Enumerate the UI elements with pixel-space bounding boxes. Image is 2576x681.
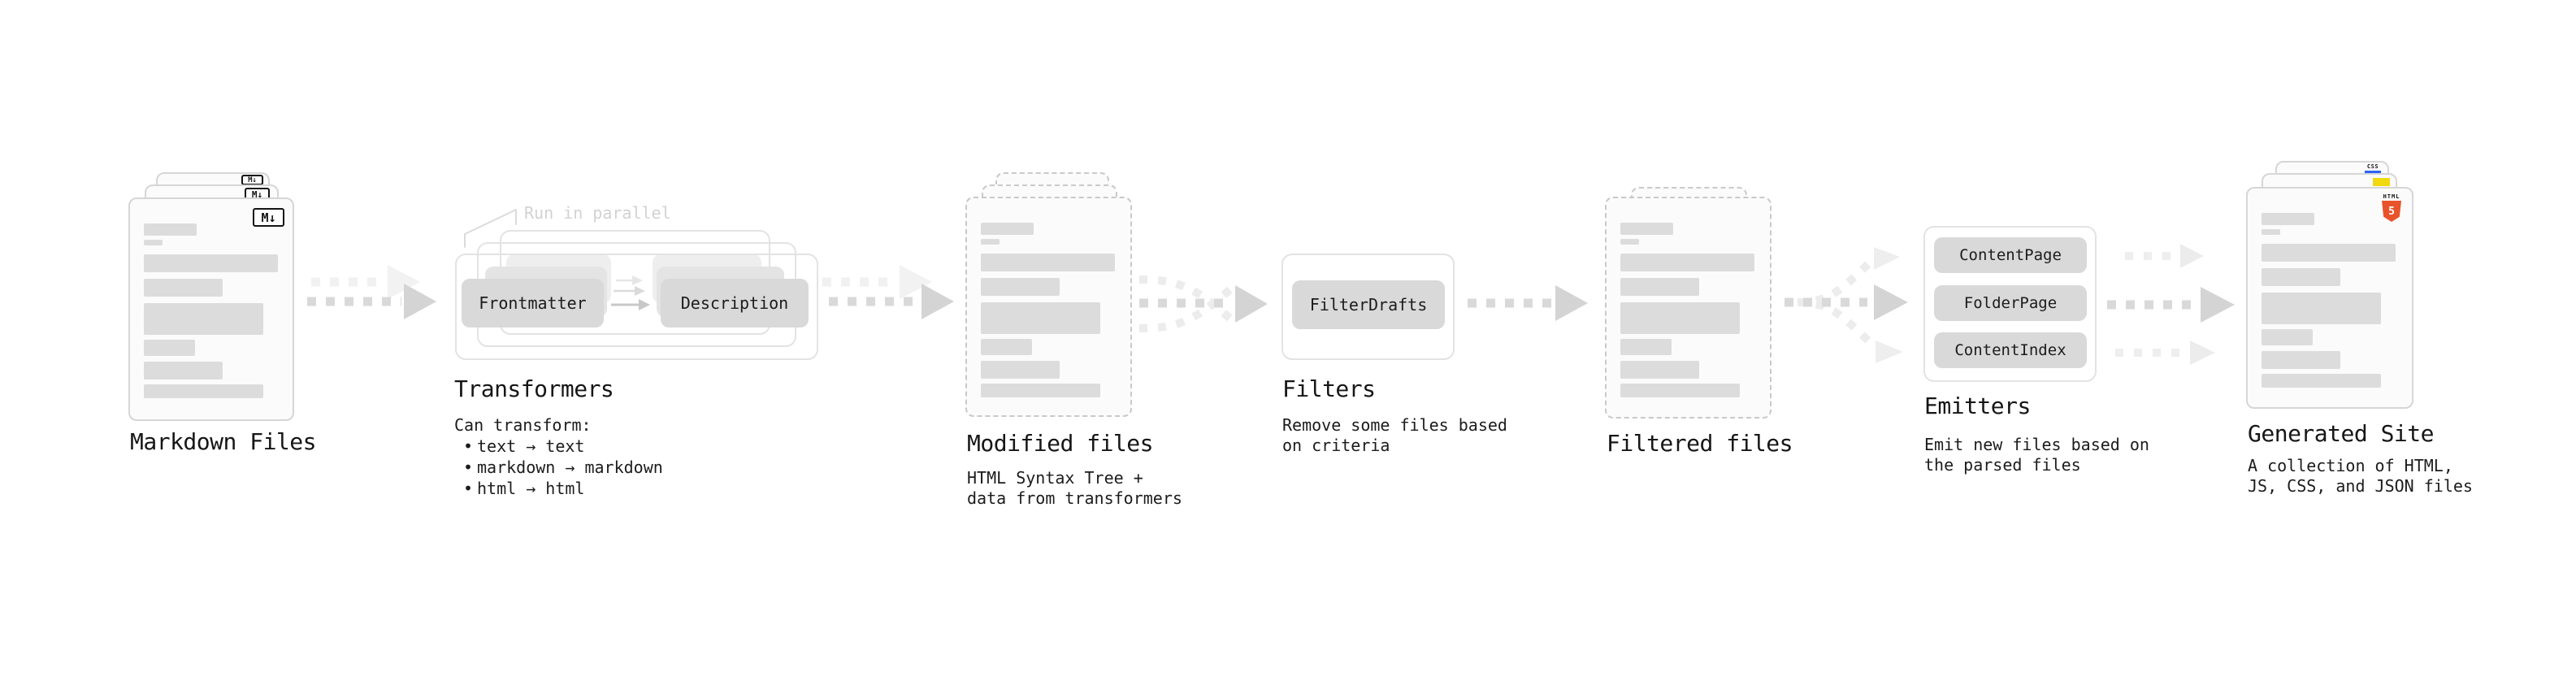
generated-site-label: Generated Site bbox=[2248, 420, 2435, 447]
modified-files-label: Modified files bbox=[967, 430, 1154, 457]
arrows-emitters-to-generated bbox=[2107, 244, 2235, 365]
description-line: the parsed files bbox=[1924, 455, 2081, 475]
arrow-markdown-to-transformers bbox=[307, 265, 436, 319]
arrow-filters-to-filtered bbox=[1468, 285, 1588, 321]
bullet-marker: • bbox=[463, 458, 474, 477]
css-icon-label: CSS bbox=[2366, 163, 2379, 170]
description-line: Emit new files based on bbox=[1924, 435, 2149, 454]
css-file-icon: CSS bbox=[2365, 164, 2381, 173]
transform-bullet: • markdown → markdown bbox=[454, 457, 663, 478]
document-text-placeholder bbox=[2262, 213, 2396, 388]
css-icon-bar bbox=[2365, 171, 2381, 173]
filters-description: Remove some files based on criteria bbox=[1282, 415, 1507, 456]
description-line: JS, CSS, and JSON files bbox=[2248, 476, 2473, 496]
description-line: data from transformers bbox=[967, 488, 1182, 508]
filters-frame bbox=[1281, 254, 1455, 360]
filterdrafts-pill: FilterDrafts bbox=[1292, 280, 1445, 329]
bullet-marker: • bbox=[463, 479, 474, 498]
emitters-label: Emitters bbox=[1924, 393, 2031, 419]
markdown-files-label: Markdown Files bbox=[130, 428, 317, 455]
document-text-placeholder bbox=[1620, 223, 1754, 397]
markdown-file-card-front: M↓ bbox=[128, 197, 294, 421]
transform-bullet: • text → text bbox=[454, 436, 663, 457]
contentindex-pill: ContentIndex bbox=[1934, 332, 2087, 368]
filters-label: Filters bbox=[1282, 375, 1376, 402]
arrow-transformers-to-modified bbox=[822, 265, 954, 319]
transform-bullet: • html → html bbox=[454, 478, 663, 499]
transformers-description: Can transform: • text → text • markdown … bbox=[454, 414, 663, 499]
bullet-marker: • bbox=[463, 436, 474, 456]
document-text-placeholder bbox=[981, 223, 1115, 397]
emitters-frame bbox=[1923, 226, 2097, 382]
description-line: on criteria bbox=[1282, 436, 1390, 455]
folderpage-pill: FolderPage bbox=[1934, 285, 2087, 321]
arrow-filtered-to-emitters-fanout bbox=[1785, 247, 1908, 363]
html5-file-icon: HTML 5 bbox=[2381, 193, 2402, 222]
js-file-icon bbox=[2373, 178, 2390, 186]
html5-icon-label: HTML bbox=[2383, 193, 2400, 200]
description-pill: Description bbox=[661, 279, 809, 327]
modified-files-description: HTML Syntax Tree + data from transformer… bbox=[967, 468, 1182, 509]
frontmatter-pill: Frontmatter bbox=[462, 279, 604, 327]
arrow-modified-to-filters-merge bbox=[1138, 275, 1268, 332]
generated-site-description: A collection of HTML, JS, CSS, and JSON … bbox=[2248, 456, 2473, 497]
filtered-files-label: Filtered files bbox=[1607, 430, 1793, 457]
description-line: HTML Syntax Tree + bbox=[967, 468, 1143, 488]
description-line: Remove some files based bbox=[1282, 415, 1507, 435]
bullet-text: html → html bbox=[477, 479, 585, 498]
modified-file-card-front bbox=[965, 197, 1132, 417]
markdown-icon: M↓ bbox=[253, 208, 284, 227]
document-text-placeholder bbox=[144, 223, 278, 398]
transformer-frame-front bbox=[455, 254, 818, 360]
description-line: A collection of HTML, bbox=[2248, 456, 2453, 475]
bullet-text: markdown → markdown bbox=[477, 458, 663, 477]
transformers-label: Transformers bbox=[454, 375, 614, 402]
run-in-parallel-annotation: Run in parallel bbox=[524, 203, 671, 223]
can-transform-heading: Can transform: bbox=[454, 415, 592, 435]
contentpage-pill: ContentPage bbox=[1934, 237, 2087, 273]
emitters-description: Emit new files based on the parsed files bbox=[1924, 435, 2149, 475]
bullet-text: text → text bbox=[477, 436, 585, 456]
filtered-file-card-front bbox=[1605, 197, 1772, 419]
generated-file-card-front: HTML 5 bbox=[2246, 187, 2413, 409]
